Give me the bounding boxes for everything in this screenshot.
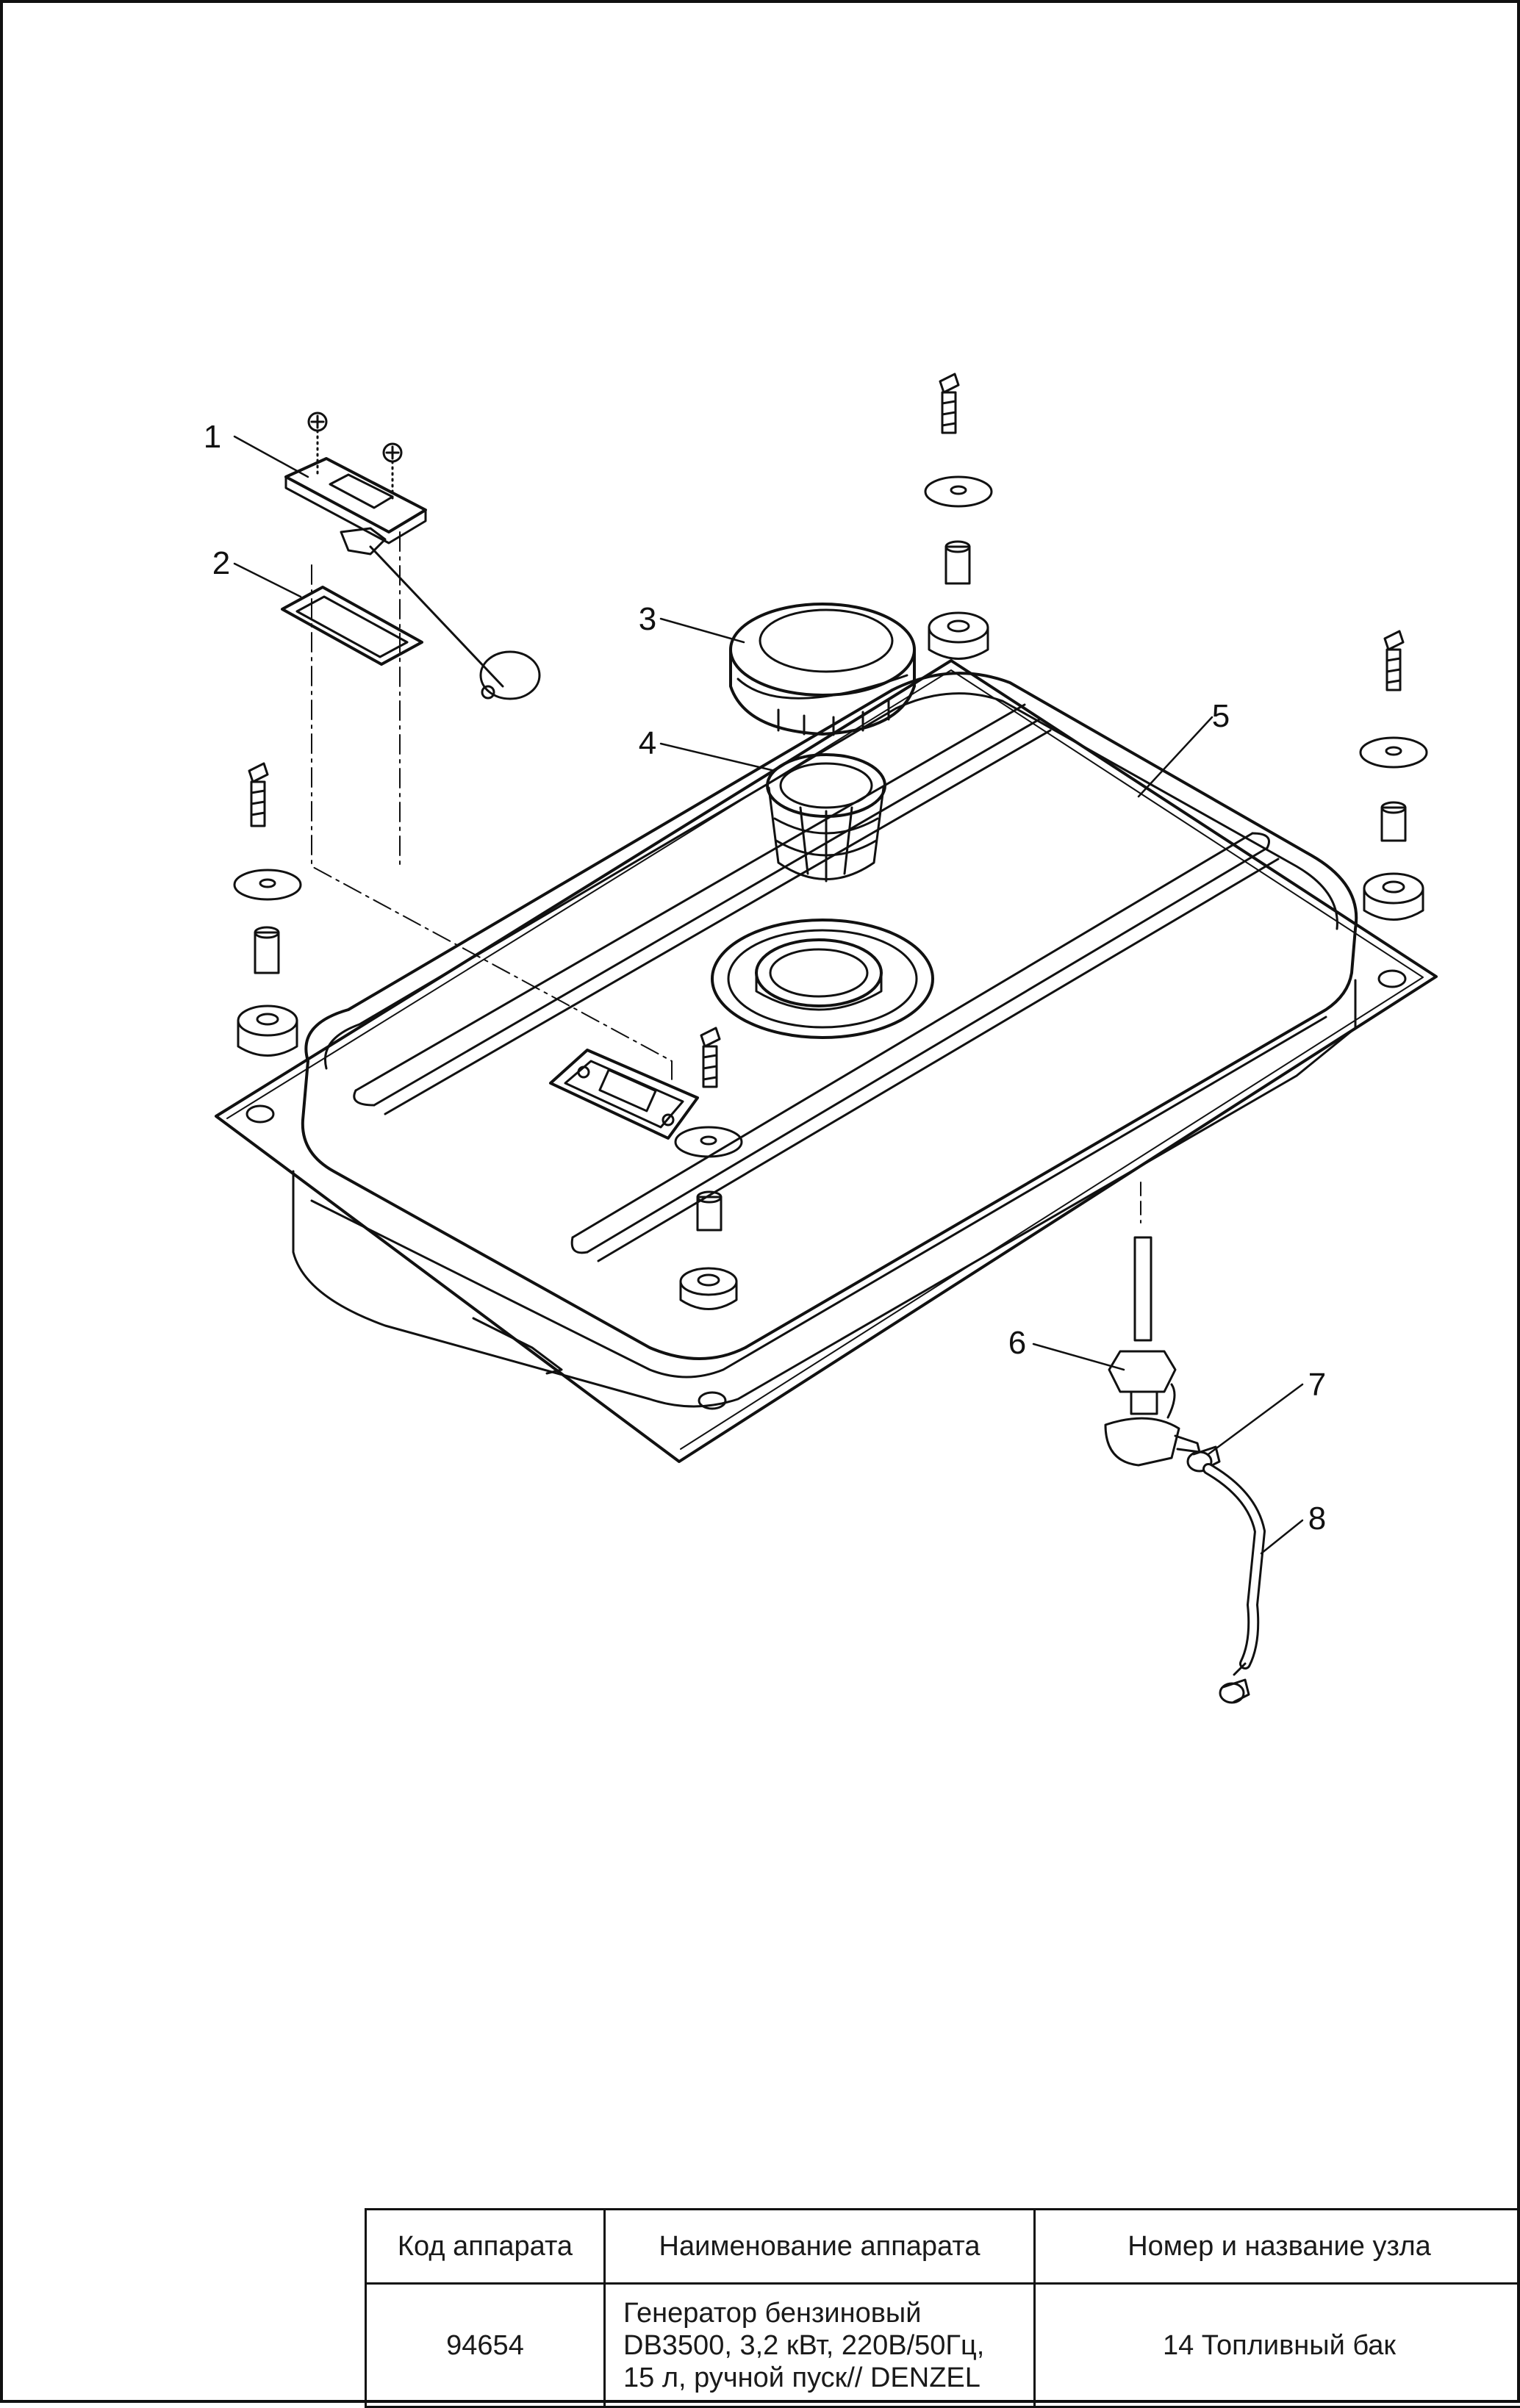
callout-6: 6 bbox=[1008, 1325, 1026, 1361]
header-unit: Номер и название узла bbox=[1035, 2210, 1520, 2284]
fuel-cap bbox=[731, 604, 914, 735]
device-name-line: Генератор бензиновый bbox=[623, 2297, 1026, 2329]
exploded-diagram: 1 2 3 4 5 6 7 8 bbox=[3, 3, 1520, 2406]
device-name-line: 15 л, ручной пуск// DENZEL bbox=[623, 2362, 1026, 2394]
sender-gasket bbox=[282, 587, 422, 664]
device-name-line: DB3500, 3,2 кВт, 220В/50Гц, bbox=[623, 2329, 1026, 2362]
mount-stack-right bbox=[1361, 631, 1427, 920]
unit-name: 14 Топливный бак bbox=[1035, 2284, 1520, 2407]
callout-8: 8 bbox=[1308, 1500, 1326, 1537]
fuel-gauge-sender bbox=[286, 413, 539, 699]
callout-4: 4 bbox=[639, 725, 656, 761]
fuel-hose bbox=[1208, 1469, 1260, 1703]
callout-7: 7 bbox=[1308, 1367, 1326, 1403]
callout-2: 2 bbox=[212, 545, 230, 581]
mount-stack-right-rear bbox=[925, 374, 992, 659]
mount-stack-left bbox=[234, 763, 301, 1056]
mount-stack-front bbox=[675, 1028, 742, 1309]
centerline bbox=[312, 565, 672, 1079]
fuel-valve bbox=[1105, 1182, 1200, 1465]
callout-labels: 1 2 3 4 5 6 7 8 bbox=[204, 419, 1326, 1537]
header-name: Наименование аппарата bbox=[605, 2210, 1035, 2284]
callout-5: 5 bbox=[1212, 698, 1230, 734]
device-name: Генератор бензиновый DB3500, 3,2 кВт, 22… bbox=[605, 2284, 1035, 2407]
callout-3: 3 bbox=[639, 601, 656, 637]
device-code: 94654 bbox=[366, 2284, 605, 2407]
callout-1: 1 bbox=[204, 419, 221, 455]
header-code: Код аппарата bbox=[366, 2210, 605, 2284]
leader-lines bbox=[234, 436, 1302, 1553]
title-block: Код аппарата Наименование аппарата Номер… bbox=[365, 2208, 1520, 2408]
